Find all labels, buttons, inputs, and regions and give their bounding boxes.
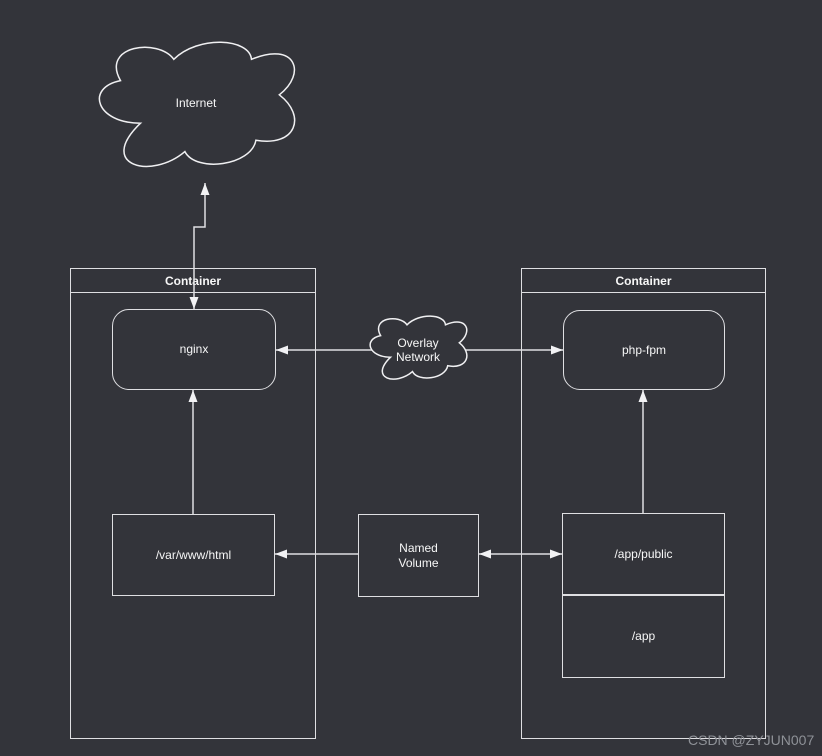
named-volume-node: Named Volume <box>358 514 479 597</box>
app-public-node: /app/public <box>562 513 725 595</box>
app-container-title: Container <box>522 269 765 293</box>
app-node: /app <box>562 595 725 678</box>
web-container-title: Container <box>71 269 315 293</box>
app-container-box: Container <box>521 268 766 739</box>
internet-cloud-label: Internet <box>175 96 217 110</box>
named-volume-label: Named Volume <box>398 540 439 570</box>
php-fpm-node: php-fpm <box>563 310 725 390</box>
overlay-network-label: Overlay Network <box>395 336 440 364</box>
watermark-text: CSDN @ZYJUN007 <box>688 732 815 748</box>
var-www-html-node: /var/www/html <box>112 514 275 596</box>
nginx-node: nginx <box>112 309 276 390</box>
